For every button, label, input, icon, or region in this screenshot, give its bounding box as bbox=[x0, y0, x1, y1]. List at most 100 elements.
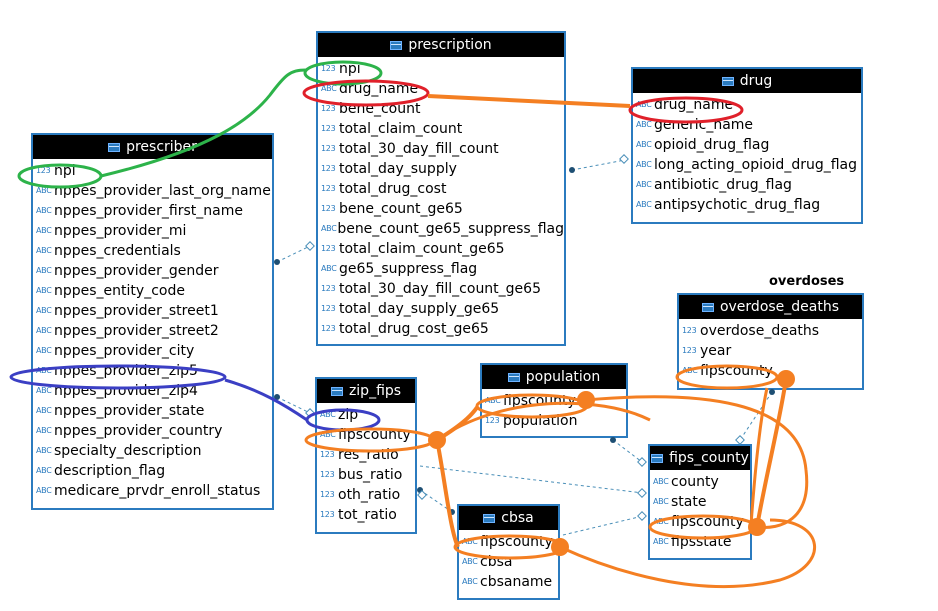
relation-end-diamond bbox=[637, 488, 647, 498]
column-name: county bbox=[671, 474, 719, 490]
table-header[interactable]: population bbox=[482, 365, 626, 389]
column-name: npi bbox=[54, 163, 76, 179]
table-title: zip_fips bbox=[348, 383, 402, 399]
numeric-type-icon: 123 bbox=[320, 450, 335, 459]
table-header[interactable]: zip_fips bbox=[317, 379, 415, 403]
text-type-icon: ABC bbox=[462, 537, 478, 546]
table-header[interactable]: fips_county bbox=[650, 446, 750, 470]
table-header[interactable]: drug bbox=[633, 69, 861, 93]
text-type-icon: ABC bbox=[636, 100, 652, 109]
column-name: total_claim_count_ge65 bbox=[339, 241, 505, 257]
table-header[interactable]: overdose_deaths bbox=[679, 295, 862, 319]
table-header[interactable]: cbsa bbox=[459, 506, 558, 530]
numeric-type-icon: 123 bbox=[682, 346, 697, 355]
relation-end-dot bbox=[274, 259, 280, 265]
text-type-icon: ABC bbox=[462, 577, 478, 586]
table-header[interactable]: prescription bbox=[318, 33, 564, 57]
text-type-icon: ABC bbox=[636, 140, 652, 149]
text-type-icon: ABC bbox=[653, 517, 669, 526]
text-type-icon: ABC bbox=[36, 266, 52, 275]
text-type-icon: ABC bbox=[36, 446, 52, 455]
table-icon bbox=[390, 40, 403, 50]
text-type-icon: ABC bbox=[320, 430, 336, 439]
text-type-icon: ABC bbox=[636, 120, 652, 129]
relation-zipfips-fipscounty bbox=[419, 465, 644, 494]
numeric-type-icon: 123 bbox=[485, 416, 500, 425]
column-name: total_drug_cost_ge65 bbox=[339, 321, 489, 337]
text-type-icon: ABC bbox=[36, 326, 52, 335]
numeric-type-icon: 123 bbox=[36, 166, 51, 175]
text-type-icon: ABC bbox=[653, 537, 669, 546]
table-header[interactable]: prescriber bbox=[33, 135, 272, 159]
table-title: prescription bbox=[408, 37, 492, 53]
